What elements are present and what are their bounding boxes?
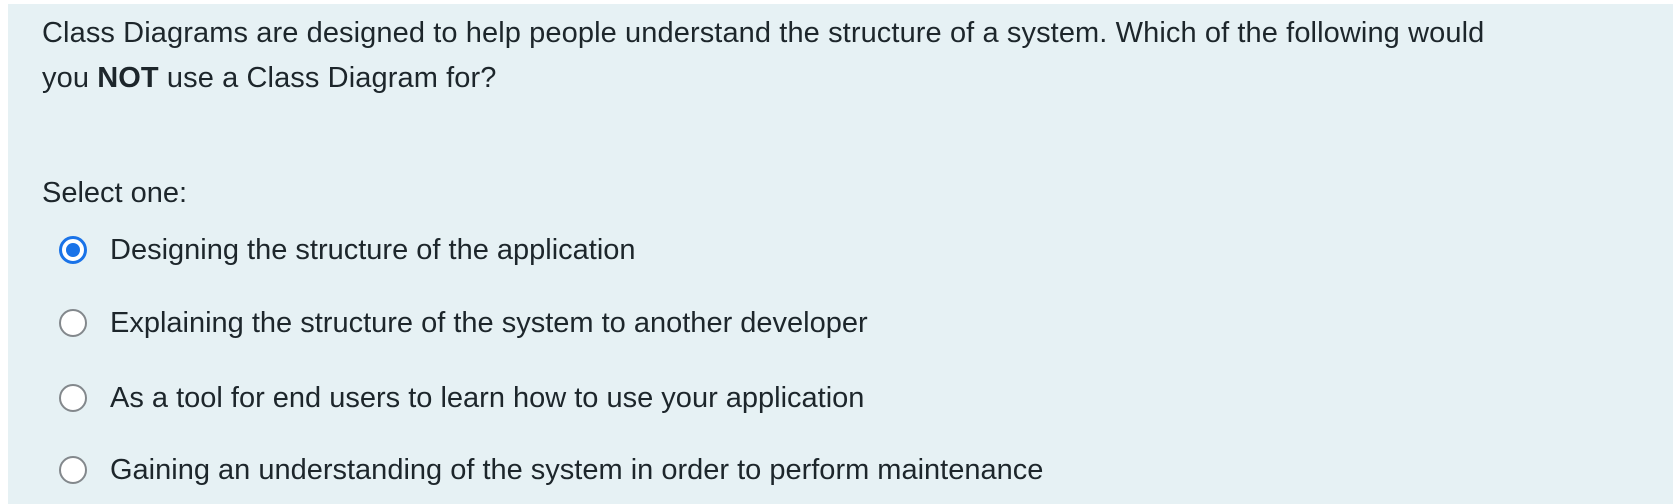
radio-button-icon[interactable]	[59, 456, 87, 484]
radio-button-icon[interactable]	[59, 236, 87, 264]
radio-button-icon[interactable]	[59, 309, 87, 337]
question-line-1: Class Diagrams are designed to help peop…	[42, 17, 1485, 49]
answer-option-row[interactable]: Explaining the structure of the system t…	[59, 305, 868, 341]
question-line-2-pre: you	[42, 62, 98, 94]
question-line-2-post: use a Class Diagram for?	[158, 62, 497, 94]
question-text: Class Diagrams are designed to help peop…	[42, 11, 1643, 101]
answer-option-row[interactable]: As a tool for end users to learn how to …	[59, 380, 864, 416]
select-one-label: Select one:	[42, 177, 188, 209]
answer-option-label[interactable]: Explaining the structure of the system t…	[110, 307, 868, 339]
answer-option-row[interactable]: Gaining an understanding of the system i…	[59, 452, 1043, 488]
answer-option-label[interactable]: As a tool for end users to learn how to …	[110, 382, 865, 414]
question-not-emphasis: NOT	[97, 62, 159, 94]
answer-option-label[interactable]: Designing the structure of the applicati…	[110, 234, 636, 266]
answer-option-row[interactable]: Designing the structure of the applicati…	[59, 232, 636, 268]
radio-button-icon[interactable]	[59, 384, 87, 412]
answer-option-label[interactable]: Gaining an understanding of the system i…	[110, 454, 1044, 486]
question-line-2: you NOT use a Class Diagram for?	[42, 56, 1643, 101]
question-panel: Class Diagrams are designed to help peop…	[8, 4, 1673, 504]
